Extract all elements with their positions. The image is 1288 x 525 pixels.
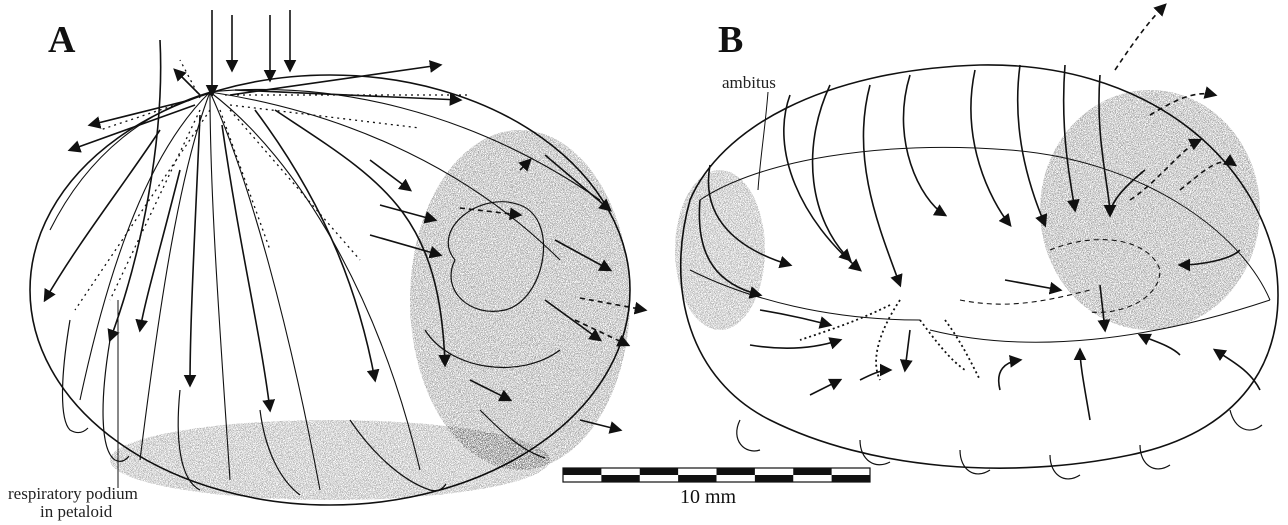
shading-a-bottom (110, 420, 550, 500)
label-respiratory-podium-line1: respiratory podium (8, 485, 138, 503)
label-ambitus: ambitus (722, 74, 776, 92)
scale-bar-segment (601, 475, 639, 482)
panel-label-b: B (718, 18, 743, 62)
shading-b-left (675, 170, 765, 330)
phyllodes-b (800, 300, 980, 380)
urchin-a (30, 10, 645, 505)
scale-bar (563, 468, 870, 482)
scale-bar-segment (755, 475, 793, 482)
scale-bar-segment (793, 468, 831, 475)
label-respiratory-podium-line2: in petaloid (40, 503, 112, 521)
scale-bar-segment (563, 468, 601, 475)
panel-label-a: A (48, 18, 75, 62)
scale-bar-label: 10 mm (680, 486, 736, 509)
scale-bar-segment (678, 475, 716, 482)
shading-b (1040, 90, 1260, 330)
scale-bar-segment (832, 475, 870, 482)
scale-bar-segment (640, 468, 678, 475)
shading-a (410, 130, 630, 470)
leader-ambitus (758, 92, 768, 190)
scale-bar-segment (717, 468, 755, 475)
